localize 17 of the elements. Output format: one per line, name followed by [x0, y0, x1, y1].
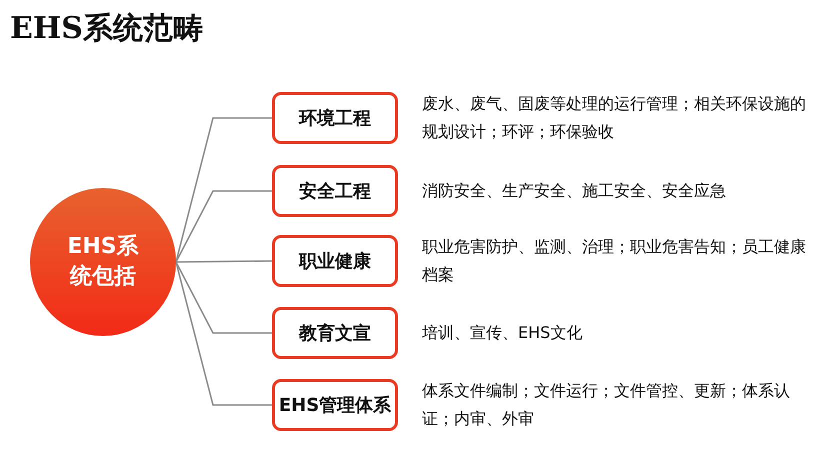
description-text: 废水、废气、固废等处理的运行管理；相关环保设施的规划设计；环评；环保验收: [422, 93, 807, 143]
description-text: 职业危害防护、监测、治理；职业危害告知；员工健康档案: [422, 236, 807, 286]
topic-circle: EHS系统包括: [30, 188, 176, 336]
connector-line: [175, 262, 272, 406]
description-text: 体系文件编制；文件运行；文件管控、更新；体系认证；内审、外审: [422, 380, 791, 430]
connector-line: [175, 262, 272, 334]
category-box: 教育文宣: [272, 307, 398, 359]
connector-line: [175, 117, 272, 262]
connector-line: [175, 190, 272, 262]
connector-line: [176, 260, 272, 263]
category-box: 环境工程: [272, 92, 398, 144]
description-text: 消防安全、生产安全、施工安全、安全应急: [422, 180, 727, 202]
category-box: 安全工程: [272, 165, 398, 217]
title: EHS系统范畴: [10, 10, 203, 48]
category-box: EHS管理体系: [272, 379, 398, 431]
category-box: 职业健康: [272, 235, 398, 287]
description-text: 培训、宣传、EHS文化: [422, 322, 584, 344]
